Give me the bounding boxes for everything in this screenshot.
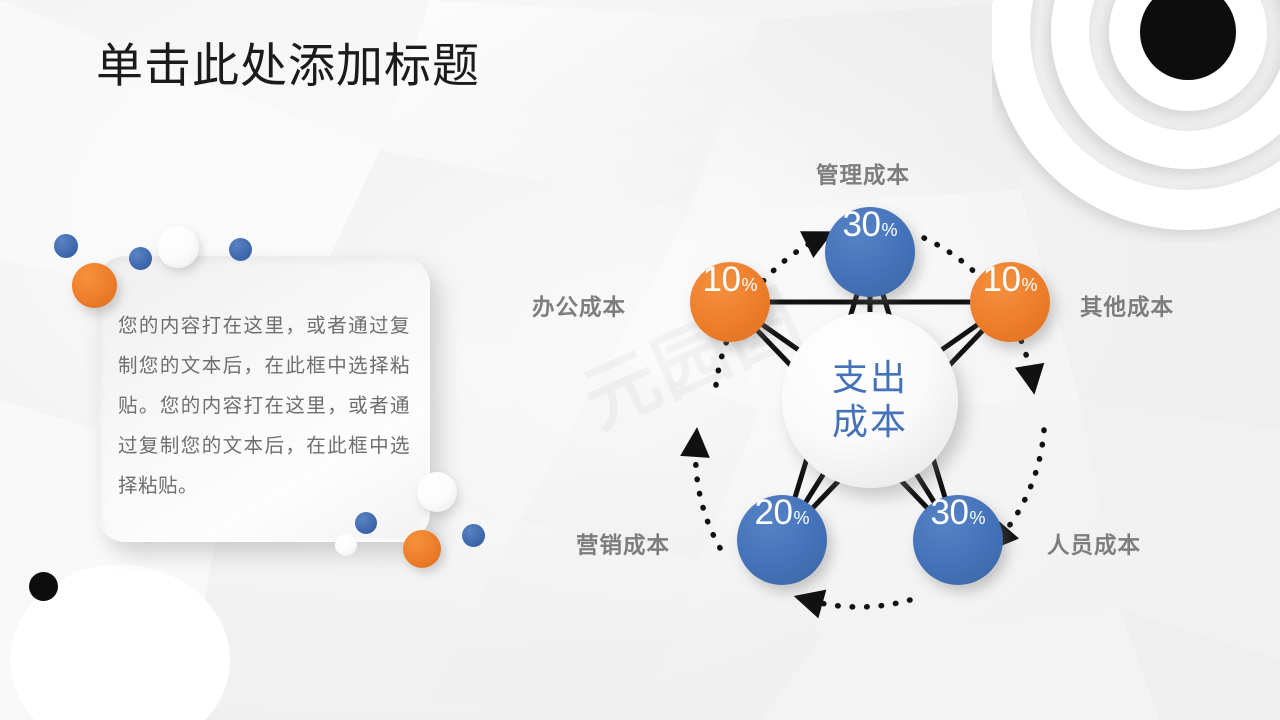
node-other-cost-label: 其他成本 bbox=[1080, 295, 1175, 320]
node-manage-cost-suffix: % bbox=[881, 220, 898, 240]
node-staff-cost-label: 人员成本 bbox=[1047, 533, 1142, 558]
flow-arrow-manage-to-other bbox=[921, 235, 1045, 395]
decor-dot-blue-4 bbox=[355, 512, 377, 534]
node-other-cost-value: 10 bbox=[982, 260, 1021, 299]
hub-label-line2: 成本 bbox=[831, 401, 908, 442]
node-office-cost-value: 10 bbox=[702, 260, 741, 299]
flow-arrow-staff-to-marketing bbox=[793, 589, 913, 619]
decor-dot-blue-3 bbox=[229, 238, 252, 261]
flow-arrows bbox=[680, 231, 1047, 619]
flow-arrow-marketing-to-office bbox=[680, 427, 723, 551]
pentagon-diagram: 支出 成本 30 % 管理成本 10 % 其他成本 30 % 人员成本 20 %… bbox=[520, 130, 1240, 670]
node-office-cost-label: 办公成本 bbox=[532, 295, 627, 320]
node-staff-cost-suffix: % bbox=[969, 508, 986, 528]
decor-dot-black-1 bbox=[29, 572, 58, 601]
decor-dot-blue-2 bbox=[129, 247, 152, 270]
flow-arrow-other-to-staff bbox=[988, 427, 1047, 552]
node-staff-cost[interactable]: 30 % bbox=[913, 495, 1003, 585]
text-card bbox=[96, 256, 430, 542]
decor-dot-blue-1 bbox=[54, 234, 78, 258]
node-office-cost-suffix: % bbox=[741, 275, 758, 295]
node-marketing-cost-value: 20 bbox=[754, 493, 793, 532]
node-manage-cost[interactable]: 30 % bbox=[825, 207, 915, 297]
decor-dot-orange-2 bbox=[403, 530, 441, 568]
node-staff-cost-value: 30 bbox=[930, 493, 969, 532]
decor-dot-white-1 bbox=[157, 226, 199, 268]
page-title: 单击此处添加标题 bbox=[96, 39, 480, 92]
node-office-cost[interactable]: 10 % bbox=[690, 262, 770, 342]
node-other-cost[interactable]: 10 % bbox=[970, 262, 1050, 342]
node-other-cost-suffix: % bbox=[1021, 275, 1038, 295]
node-manage-cost-value: 30 bbox=[842, 205, 881, 244]
text-card-body: 您的内容打在这里，或者通过复制您的文本后，在此框中选择粘贴。您的内容打在这里，或… bbox=[118, 315, 410, 497]
hub-label-line1: 支出 bbox=[831, 357, 908, 398]
ring-core-dot bbox=[1140, 0, 1236, 80]
diagram-hub: 支出 成本 bbox=[782, 312, 958, 488]
decor-dot-white-3 bbox=[335, 534, 357, 556]
corner-rings-decoration bbox=[992, 0, 1280, 230]
node-marketing-cost-label: 营销成本 bbox=[576, 533, 671, 558]
decor-dot-blue-5 bbox=[462, 524, 485, 547]
decor-dot-orange-1 bbox=[72, 263, 117, 308]
node-marketing-cost[interactable]: 20 % bbox=[737, 495, 827, 585]
decor-dot-white-2 bbox=[417, 472, 457, 512]
node-manage-cost-label: 管理成本 bbox=[816, 163, 911, 188]
node-marketing-cost-suffix: % bbox=[793, 508, 810, 528]
